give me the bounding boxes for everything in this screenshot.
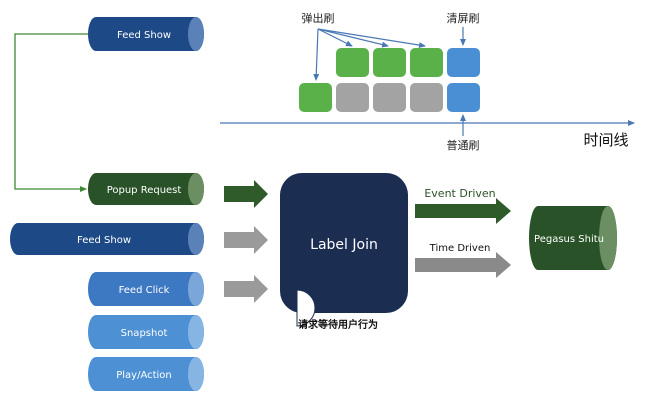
popup-request-label: Popup Request [107, 185, 182, 196]
feed-click-cylinder: Feed Click [88, 272, 204, 306]
event-driven-arrow [415, 198, 511, 224]
normal-block-2 [373, 83, 406, 112]
play-action-label: Play/Action [116, 370, 172, 381]
popup-refresh-label: 弹出刷 [302, 11, 335, 25]
label-join-title: Label Join [310, 237, 378, 253]
normal-refresh-label: 普通刷 [447, 138, 480, 152]
popup-block-2 [373, 48, 406, 77]
event-driven-label: Event Driven [424, 187, 495, 200]
pegasus-shitu-cylinder: Pegasus Shitu [529, 206, 617, 270]
clear-block-bottom [447, 83, 480, 112]
feed-click-arrow [224, 275, 268, 303]
feed-show-to-popup-connector [14, 33, 88, 192]
feed-show-label: Feed Show [77, 235, 131, 246]
popup-request-cylinder: Popup Request [88, 173, 204, 205]
feed-show-top-label: Feed Show [117, 30, 171, 41]
feed-show-top-cylinder: Feed Show [88, 17, 204, 51]
popup-block-1 [336, 48, 369, 77]
clear-refresh-label: 清屏刷 [447, 12, 480, 25]
play-action-cylinder: Play/Action [88, 357, 204, 391]
time-driven-label: Time Driven [429, 243, 491, 254]
normal-block-3 [410, 83, 443, 112]
label-join-box: Label Join [280, 173, 408, 327]
feed-click-label: Feed Click [119, 285, 170, 296]
join-wait-marker [296, 289, 316, 327]
snapshot-cylinder: Snapshot [88, 315, 204, 349]
popup-refresh-pointers [313, 28, 426, 81]
join-wait-note: 请求等待用户行为 [298, 318, 378, 331]
clear-block-top [447, 48, 480, 77]
pegasus-shitu-label: Pegasus Shitu [534, 234, 604, 245]
feed-show-arrow [224, 226, 268, 254]
timeline-label: 时间线 [583, 131, 628, 149]
snapshot-label: Snapshot [121, 328, 168, 339]
time-driven-arrow [415, 252, 511, 278]
feed-show-cylinder: Feed Show [10, 223, 204, 255]
popup-request-arrow [224, 180, 268, 208]
popup-block-base [299, 83, 332, 112]
normal-block-1 [336, 83, 369, 112]
popup-block-3 [410, 48, 443, 77]
